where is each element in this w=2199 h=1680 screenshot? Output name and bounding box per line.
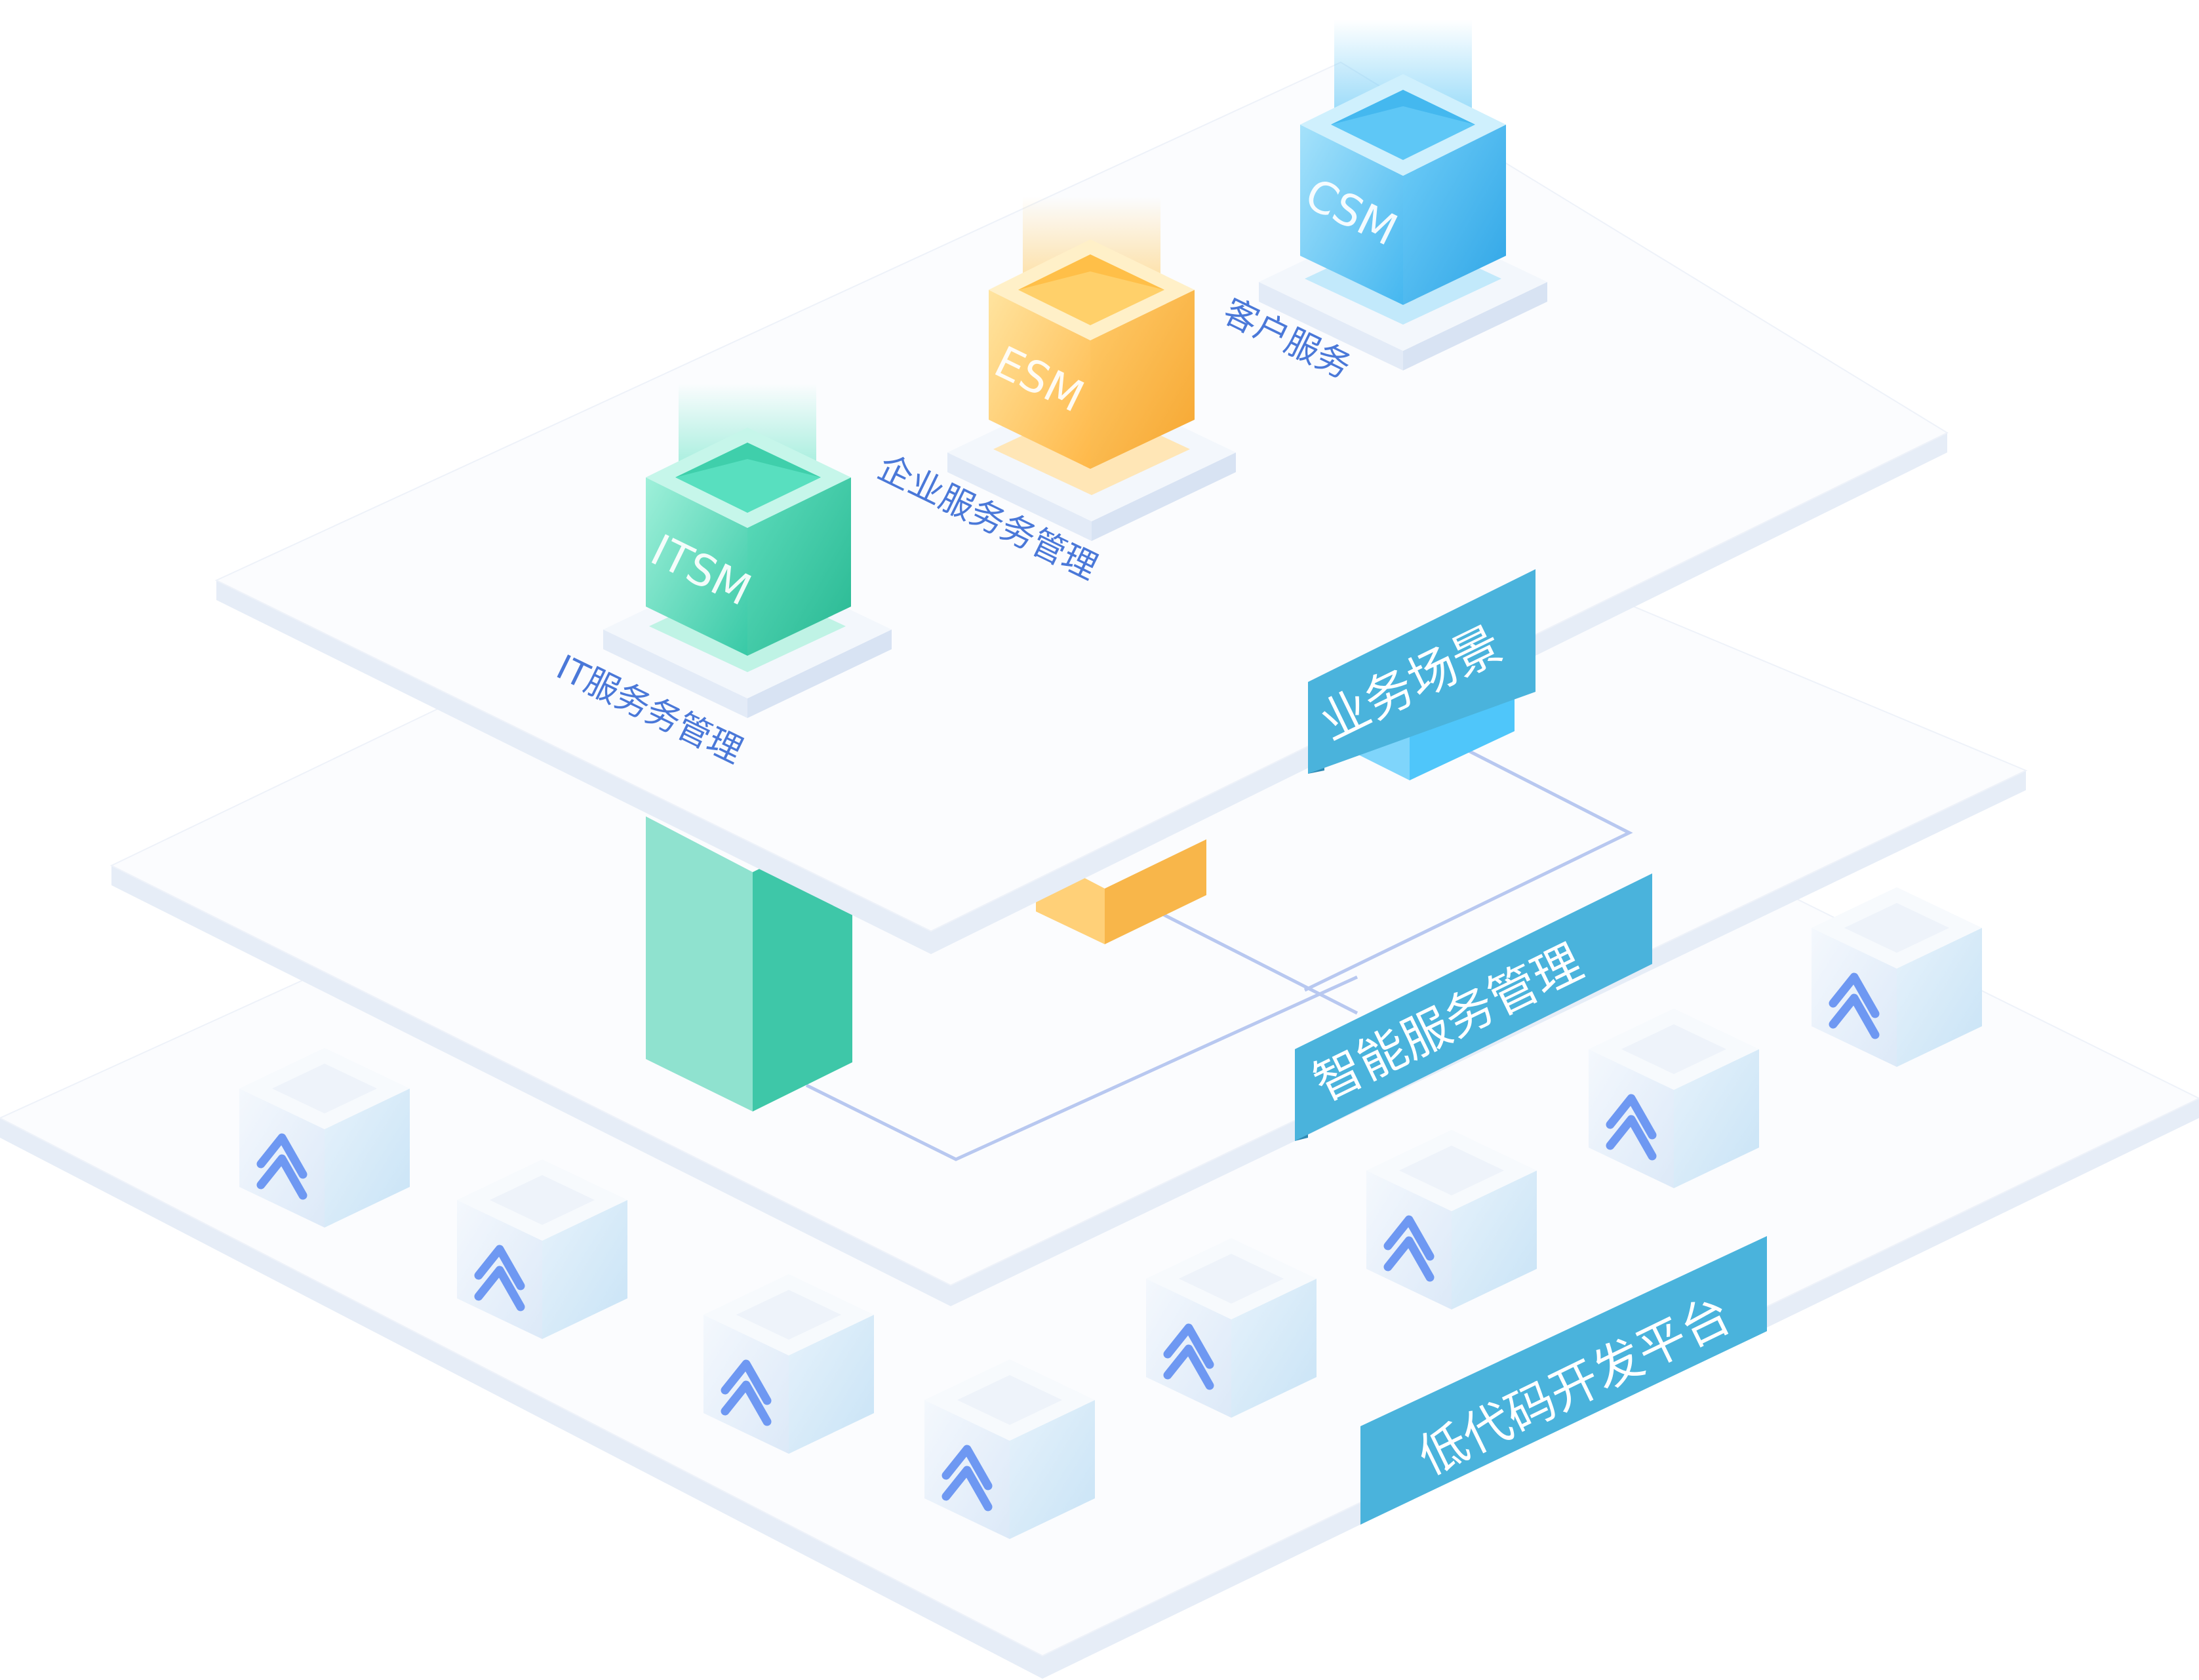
chevron-up-icon xyxy=(1163,1344,1214,1390)
platform-block-right-face xyxy=(1010,1400,1095,1539)
double-chevron-up-icon xyxy=(256,1133,307,1200)
platform-block xyxy=(1146,1238,1317,1418)
platform-block xyxy=(1366,1130,1537,1310)
platform-block-right-face xyxy=(542,1200,627,1339)
chevron-up-icon xyxy=(1606,1115,1657,1161)
chevron-up-icon xyxy=(941,1466,993,1511)
platform-block-right-face xyxy=(1674,1049,1759,1188)
chevron-up-icon xyxy=(474,1266,525,1311)
connector-lines xyxy=(805,746,1633,1161)
platform-block-top-inset xyxy=(1621,1024,1726,1074)
platform-block xyxy=(703,1274,874,1454)
platform-block-top-inset xyxy=(1844,903,1949,953)
esm-cube xyxy=(989,239,1195,469)
chevron-up-icon xyxy=(256,1133,307,1179)
platform-block-right-face xyxy=(789,1315,874,1454)
platform-block-top-inset xyxy=(1399,1146,1504,1195)
chevron-up-icon xyxy=(1383,1215,1435,1261)
platform-block-top-inset xyxy=(957,1375,1062,1425)
chevron-up-icon xyxy=(721,1380,772,1426)
platform-blocks xyxy=(239,887,1982,1539)
double-chevron-up-icon xyxy=(721,1359,772,1426)
connector-line-esm xyxy=(1162,913,1358,1015)
platform-block xyxy=(924,1359,1095,1539)
chevron-up-icon xyxy=(1606,1094,1657,1140)
double-chevron-up-icon xyxy=(941,1445,993,1511)
double-chevron-up-icon xyxy=(474,1245,525,1311)
csm-cube xyxy=(1300,74,1506,305)
platform-block xyxy=(1589,1009,1759,1188)
itsm-cube xyxy=(646,428,851,656)
double-chevron-up-icon xyxy=(1829,972,1880,1039)
platform-block-right-face xyxy=(1231,1279,1317,1418)
platform-block-right-face xyxy=(1897,928,1982,1067)
platform-block xyxy=(1812,887,1982,1067)
connector-line-itsm xyxy=(805,975,1358,1161)
chevron-up-icon xyxy=(1829,972,1880,1018)
chevron-up-icon xyxy=(474,1245,525,1290)
double-chevron-up-icon xyxy=(1163,1323,1214,1390)
chevron-up-icon xyxy=(1383,1236,1435,1282)
chevron-up-icon xyxy=(941,1445,993,1490)
platform-block xyxy=(239,1048,410,1228)
chevron-up-icon xyxy=(256,1154,307,1200)
platform-block-right-face xyxy=(1452,1170,1537,1310)
chevron-up-icon xyxy=(1829,993,1880,1039)
connector-line-csm xyxy=(1303,746,1633,992)
platform-block xyxy=(457,1159,627,1339)
chevron-up-icon xyxy=(1163,1323,1214,1369)
chevron-up-icon xyxy=(721,1359,772,1405)
platform-block-top-inset xyxy=(490,1175,595,1225)
platform-block-top-inset xyxy=(1179,1254,1284,1304)
double-chevron-up-icon xyxy=(1606,1094,1657,1161)
platform-block-top-inset xyxy=(736,1290,841,1340)
platform-block-top-inset xyxy=(272,1064,377,1113)
double-chevron-up-icon xyxy=(1383,1215,1435,1282)
platform-block-right-face xyxy=(325,1089,410,1228)
